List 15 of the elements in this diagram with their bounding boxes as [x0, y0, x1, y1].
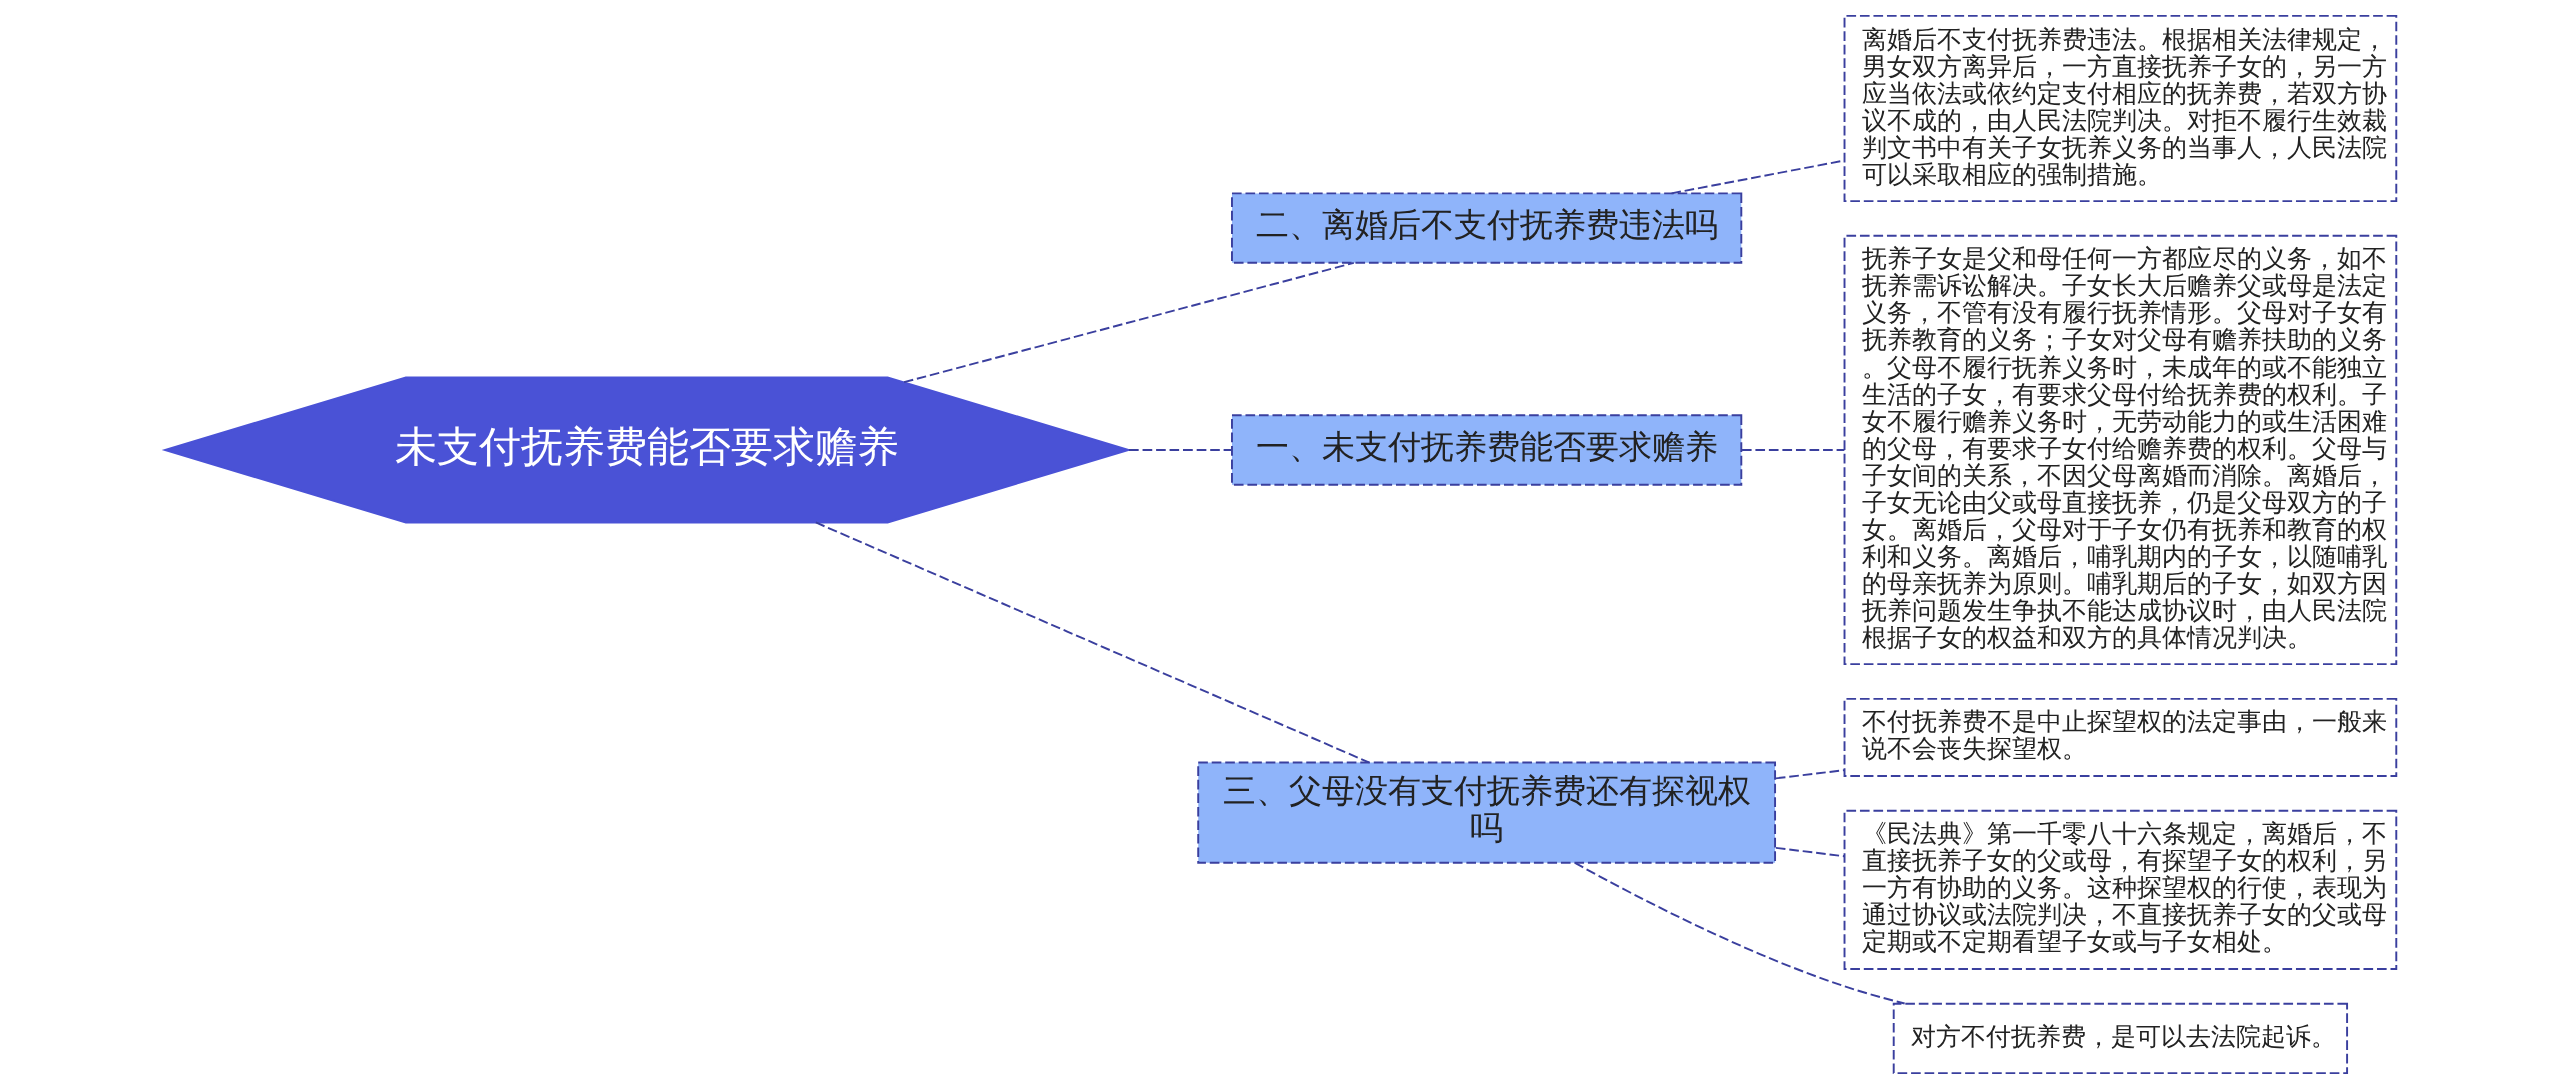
connector [1774, 846, 1845, 858]
node-box: 三、父母没有支付抚养费还有探视权吗 [1196, 761, 1776, 864]
node-box: 不付抚养费不是中止探望权的法定事由，一般来说不会丧失探望权。 [1843, 697, 2397, 777]
connector [902, 261, 1355, 384]
node-box: 一、未支付抚养费能否要求赡养 [1230, 414, 1742, 486]
node-box: 对方不付抚养费，是可以去法院起诉。 [1892, 1002, 2348, 1075]
connector [1573, 862, 1906, 1005]
connector [1774, 769, 1845, 780]
node-box: 《民法典》第一千零八十六条规定，离婚后，不直接抚养子女的父或母，有探望子女的权利，另一方有协助的义务。这种探望权的行使，表现为通过协议或法院判决，不直接抚养子女的父或母定期或不定期看望子女或与子女相处。 [1843, 809, 2397, 970]
connector [1127, 449, 1232, 451]
node-box: 二、离婚后不支付抚养费违法吗 [1230, 192, 1742, 264]
node-box: 离婚后不支付抚养费违法。根据相关法律规定，男女双方离异后，一方直接抚养子女的，另一方应当依法或依约定支付相应的抚养费，若双方协议不成的，由人民法院判决。对拒不履行生效裁判文书中有关子女抚养义务的当事人，人民法院可以采取相应的强制措施。 [1843, 14, 2397, 203]
connector [814, 521, 1370, 764]
connector [1740, 449, 1845, 451]
node-box: 抚养子女是父和母任何一方都应尽的义务，如不抚养需诉讼解决。子女长大后赡养父或母是法定义务，不管有没有履行抚养情形。父母对子女有抚养教育的义务；子女对父母有赡养扶助的义务。父母不履行抚养义务时，未成年的或不能独立生活的子女，有要求父母付给抚养费的权利。子女不履行赡养义务时，无劳动能力的或生活困难的父母，有要求子女付给赡养费的权利。父母与子女间的关系，不因父母离婚而消除。离婚后，子女无论由父或母直接抚养，仍是父母双方的子女。离婚后，父母对于子女仍有抚养和教育的权利和义务。离婚后，哺乳期内的子女，以随哺乳的母亲抚养为原则。哺乳期后的子女，如双方因抚养问题发生争执不能达成协议时，由人民法院根据子女的权益和双方的具体情况判决。 [1843, 234, 2397, 666]
